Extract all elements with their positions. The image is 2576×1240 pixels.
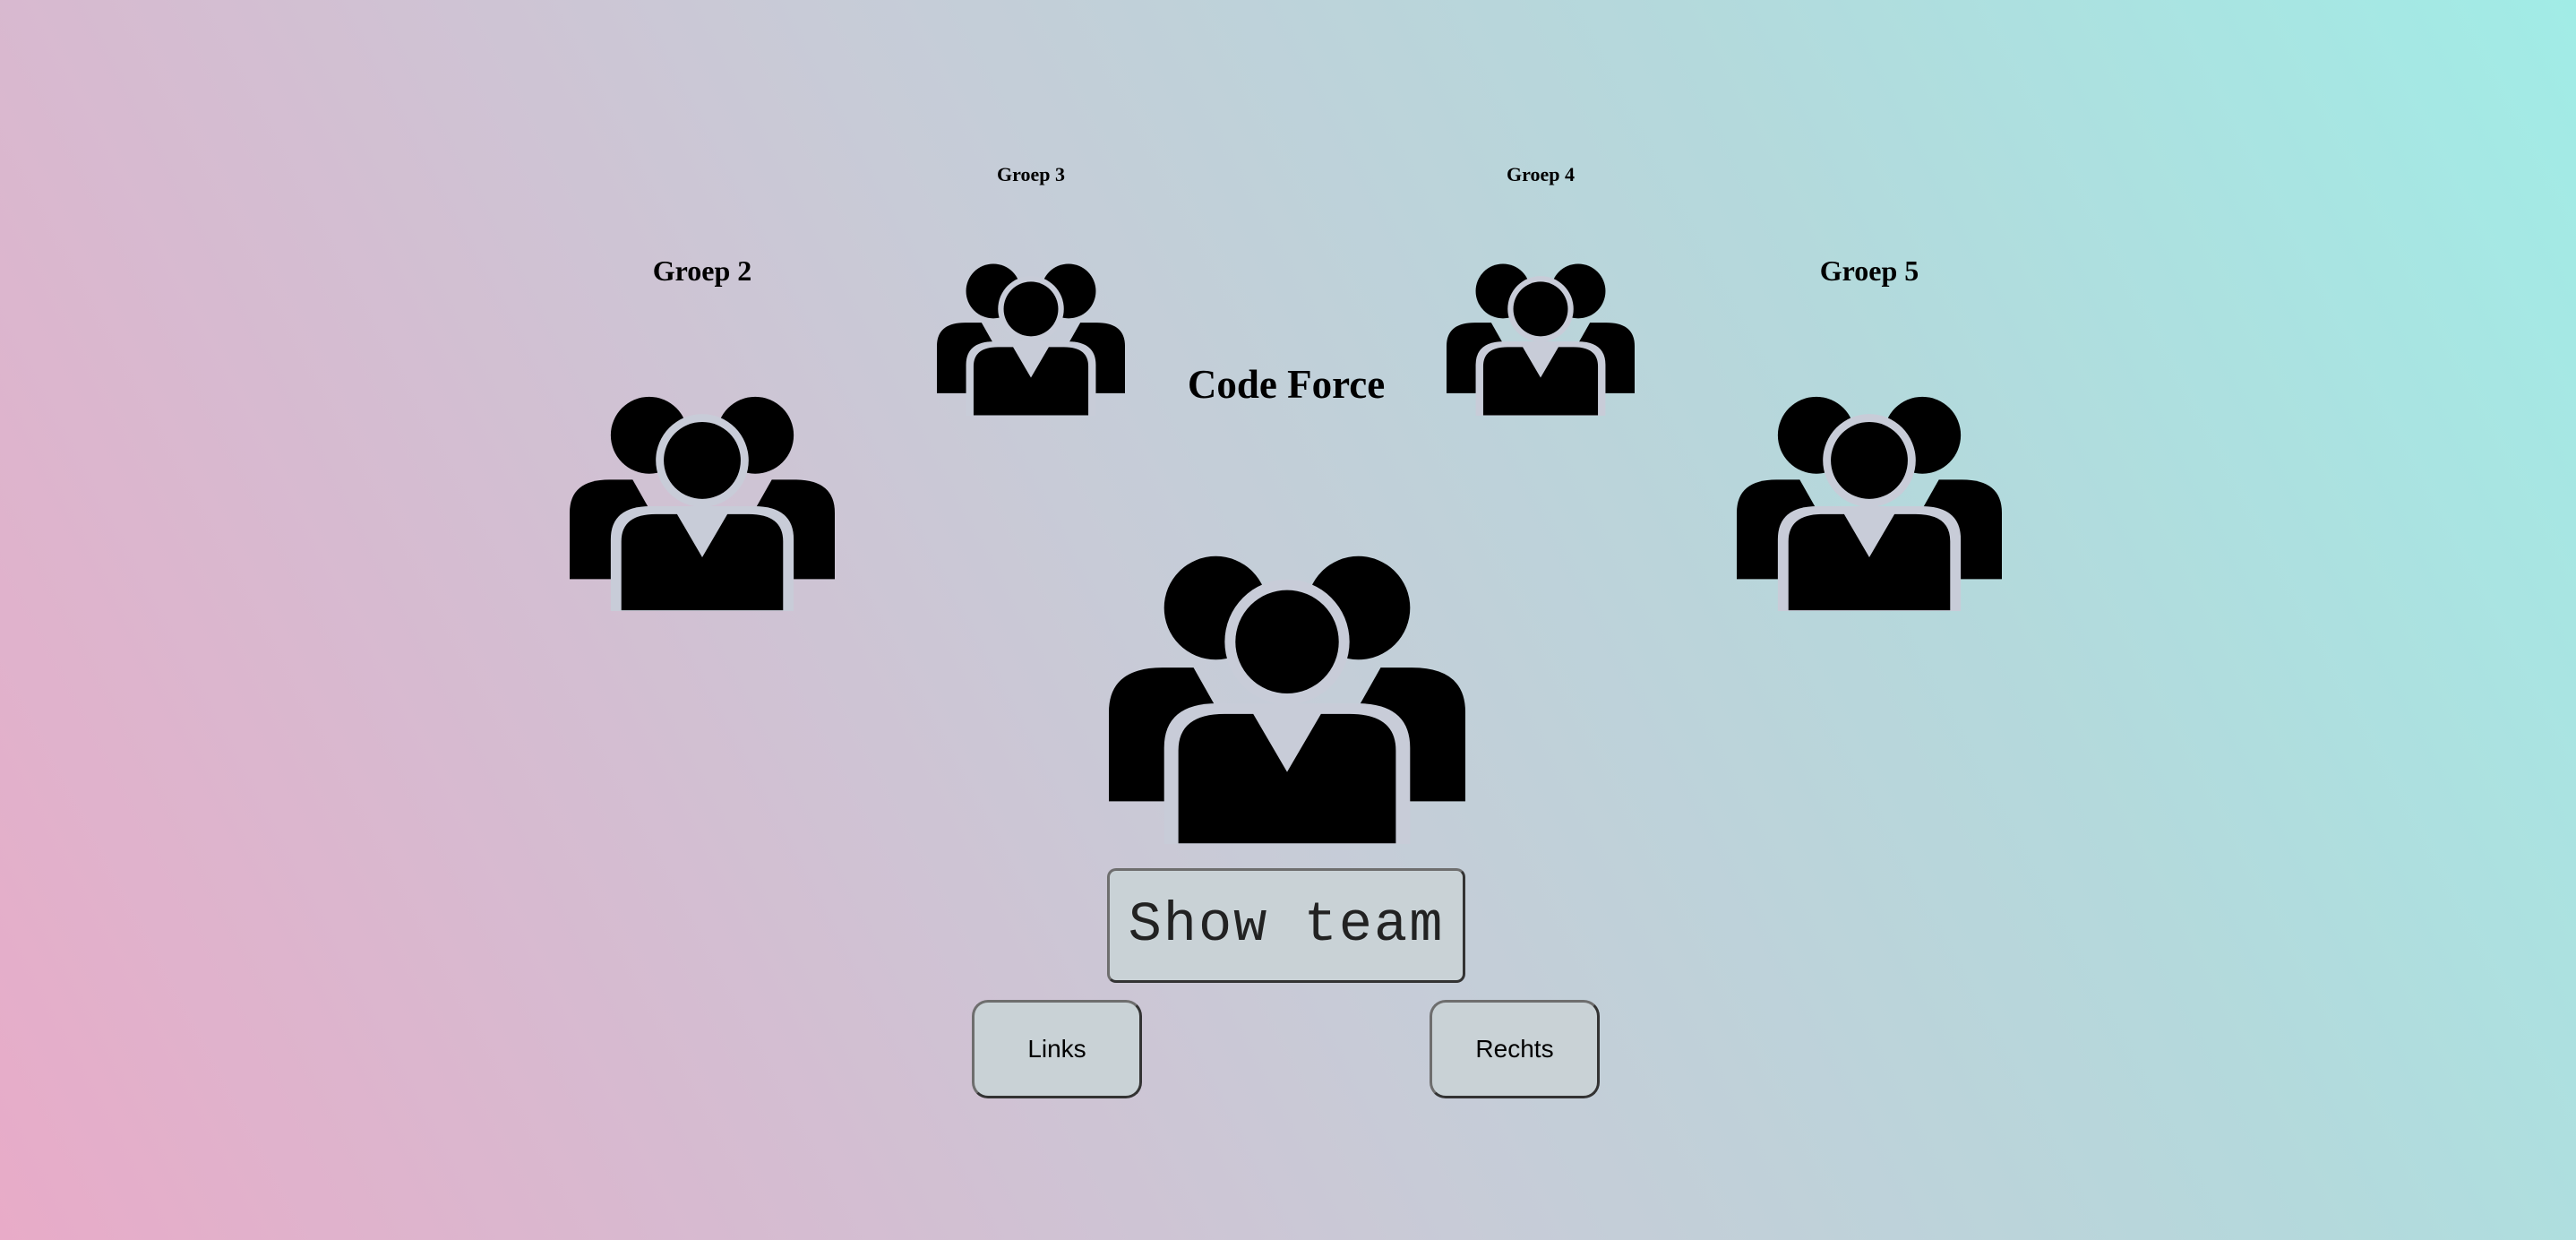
group-4-label: Groep 4 [1507,163,1575,185]
right-button[interactable]: Rechts [1430,1000,1600,1098]
group-2-label: Groep 2 [652,254,752,287]
group-5-label: Groep 5 [1819,254,1919,287]
left-button[interactable]: Links [972,1000,1142,1098]
group-3-label: Groep 3 [997,163,1065,185]
page-title: Code Force [1187,362,1386,407]
group-4-team-icon[interactable] [1447,263,1635,416]
main-team-icon[interactable] [1109,555,1465,844]
group-2-team-icon[interactable] [570,396,835,611]
group-3-team-icon[interactable] [937,263,1125,416]
group-5-team-icon[interactable] [1737,396,2002,611]
show-team-button[interactable]: Show team [1107,868,1465,983]
